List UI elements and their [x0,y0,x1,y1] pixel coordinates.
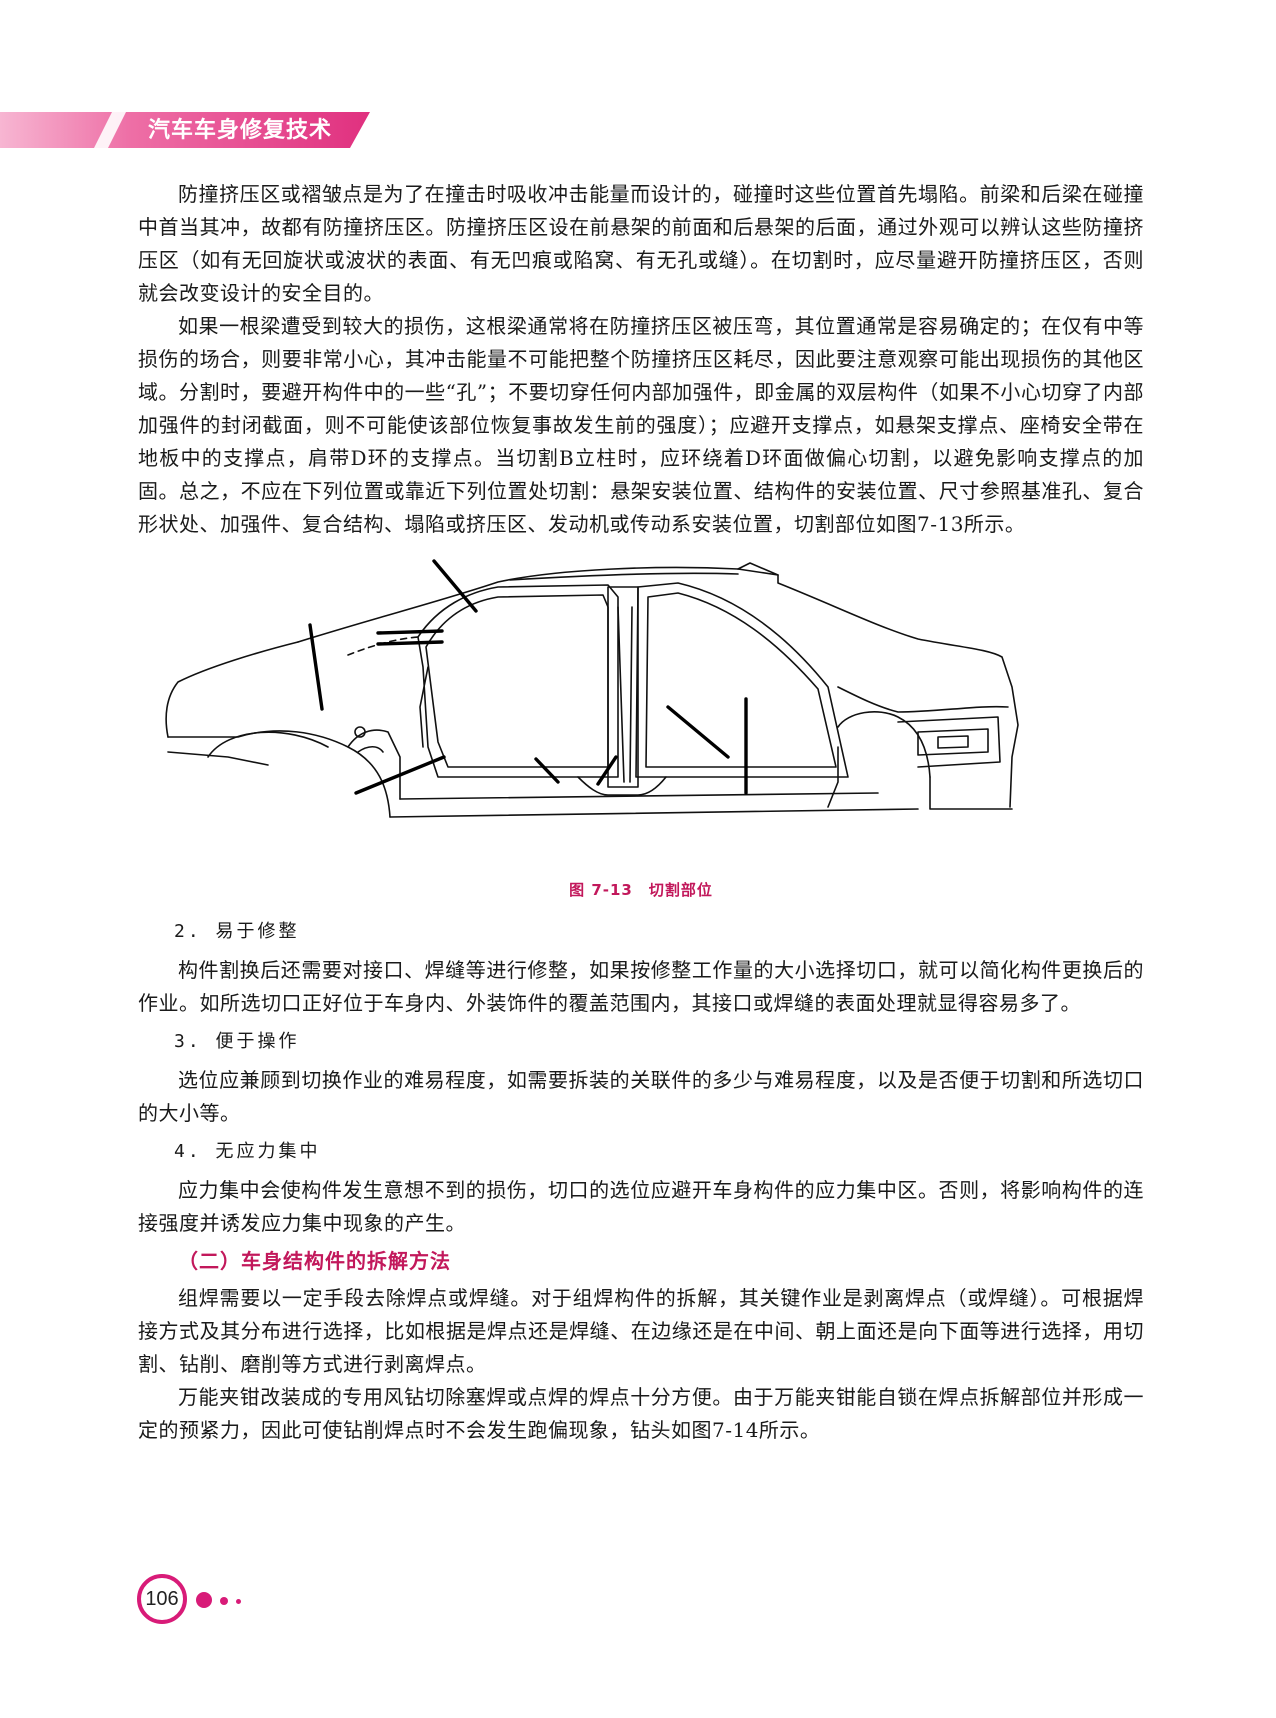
subheading: 3. 便于操作 [174,1031,300,1052]
body-paragraph: 组焊需要以一定手段去除焊点或焊缝。对于组焊构件的拆解，其关键作业是剥离焊点（或焊… [138,1286,1144,1376]
page-number-badge: 106 [137,1574,187,1624]
decorative-dot [220,1597,228,1605]
body-paragraph: 万能夹钳改装成的专用风钻切除塞焊或点焊的焊点十分方便。由于万能夹钳能自锁在焊点拆… [138,1385,1144,1442]
subheading: 4. 无应力集中 [174,1141,321,1162]
car-body-cut-diagram [165,559,1019,818]
body-paragraph: 应力集中会使构件发生意想不到的损伤，切口的选位应避开车身构件的应力集中区。否则，… [138,1178,1144,1235]
page-body: 防撞挤压区或褶皱点是为了在撞击时吸收冲击能量而设计的，碰撞时这些位置首先塌陷。前… [138,178,1144,1447]
decorative-dot [196,1592,212,1608]
running-header-title: 汽车车身修复技术 [148,118,333,143]
body-paragraph: 防撞挤压区或褶皱点是为了在撞击时吸收冲击能量而设计的，碰撞时这些位置首先塌陷。前… [138,182,1144,305]
subheading: 2. 易于修整 [174,921,300,942]
body-paragraph: 构件割换后还需要对接口、焊缝等进行修整，如果按修整工作量的大小选择切口，就可以简… [138,958,1144,1015]
decorative-dot [236,1599,241,1604]
figure-caption: 图 7-13 切割部位 [569,881,713,899]
header-band [0,112,370,148]
figure-7-13 [138,547,1144,877]
page-number: 106 [145,1587,179,1610]
section-heading: （二）车身结构件的拆解方法 [178,1249,451,1273]
body-paragraph: 选位应兼顾到切换作业的难易程度，如需要拆装的关联件的多少与难易程度，以及是否便于… [138,1068,1144,1125]
body-paragraph: 如果一根梁遭受到较大的损伤，这根梁通常将在防撞挤压区被压弯，其位置通常是容易确定… [138,314,1144,536]
